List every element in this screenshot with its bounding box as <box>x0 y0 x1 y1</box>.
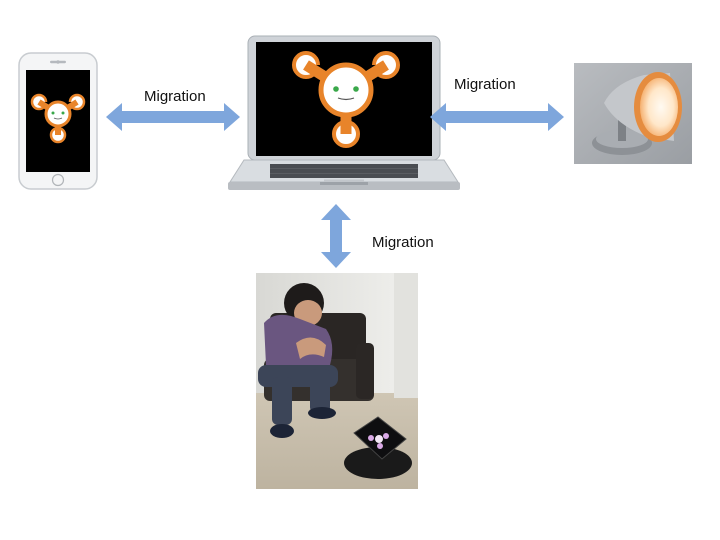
smartphone <box>18 52 98 192</box>
person-with-robot-photo <box>256 273 418 489</box>
migration-label-left: Migration <box>144 88 206 105</box>
double-arrow-left <box>106 102 240 132</box>
migration-label-down: Migration <box>372 234 434 251</box>
agent-icon <box>292 51 400 148</box>
laptop <box>228 34 460 196</box>
double-arrow-down <box>320 204 352 268</box>
agent-icon <box>30 93 86 144</box>
migration-label-right: Migration <box>454 76 516 93</box>
desk-lamp-photo <box>574 63 692 164</box>
double-arrow-right <box>430 102 564 132</box>
